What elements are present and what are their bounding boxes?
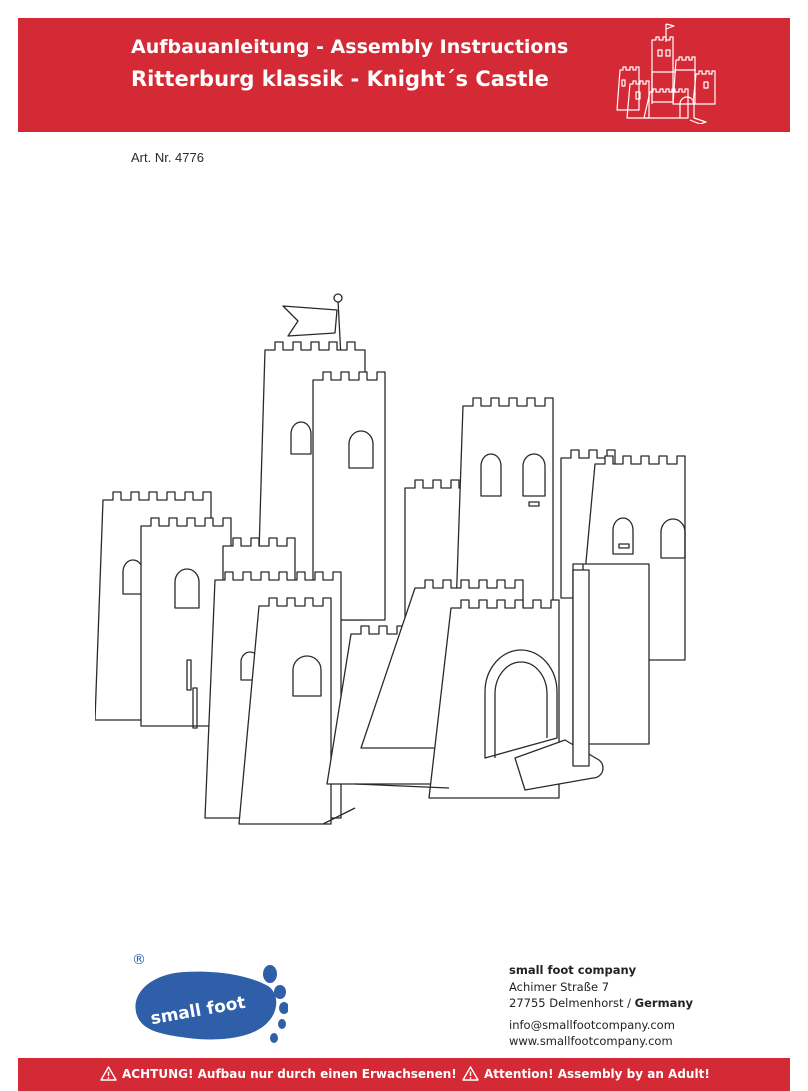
warning-german: ACHTUNG! Aufbau nur durch einen Erwachse… bbox=[100, 1066, 457, 1081]
knights-castle-line-drawing bbox=[95, 293, 686, 825]
company-address: small foot company Achimer Straße 7 2775… bbox=[509, 962, 693, 1050]
street: Achimer Straße 7 bbox=[509, 979, 610, 994]
warning-english-text: Attention! Assembly by an Adult! bbox=[484, 1066, 710, 1081]
country: Germany bbox=[634, 996, 694, 1010]
header-banner: Aufbauanleitung - Assembly Instructions … bbox=[18, 18, 790, 132]
company-name: small foot company bbox=[509, 963, 637, 977]
warning-german-text: ACHTUNG! Aufbau nur durch einen Erwachse… bbox=[122, 1066, 457, 1081]
warning-english: Attention! Assembly by an Adult! bbox=[462, 1066, 710, 1081]
footprint-logo: small foot ® bbox=[132, 952, 288, 1043]
warning-triangle-icon bbox=[100, 1066, 117, 1081]
warning-footer: ACHTUNG! Aufbau nur durch einen Erwachse… bbox=[18, 1058, 790, 1091]
warning-triangle-icon bbox=[462, 1066, 479, 1081]
city-line: 27755 Delmenhorst / Germany bbox=[509, 995, 693, 1012]
castle-icon bbox=[616, 23, 716, 124]
product-title: Ritterburg klassik - Knight´s Castle bbox=[131, 67, 549, 91]
website-link[interactable]: www.smallfootcompany.com bbox=[509, 1034, 673, 1048]
document-title: Aufbauanleitung - Assembly Instructions bbox=[131, 36, 569, 58]
city: 27755 Delmenhorst / bbox=[509, 996, 632, 1010]
article-number: Art. Nr. 4776 bbox=[131, 150, 204, 165]
email-link[interactable]: info@smallfootcompany.com bbox=[509, 1017, 675, 1032]
registered-mark: ® bbox=[132, 952, 146, 968]
